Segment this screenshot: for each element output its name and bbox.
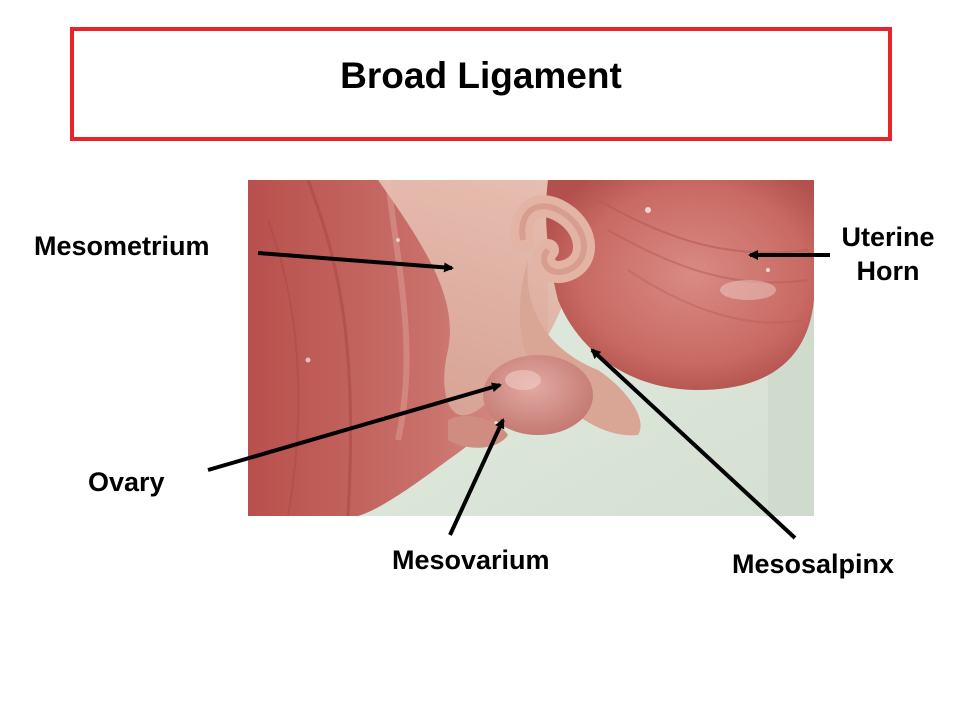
- label-mesosalpinx: Mesosalpinx: [732, 549, 895, 579]
- label-ovary: Ovary: [88, 467, 165, 497]
- label-mesovarium: Mesovarium: [392, 545, 550, 575]
- slide-title: Broad Ligament: [340, 55, 622, 96]
- title-box: Broad Ligament: [70, 27, 892, 141]
- specimen-photo: [248, 180, 814, 516]
- label-uterine-horn: Uterine Horn: [841, 222, 935, 286]
- label-mesometrium: Mesometrium: [34, 231, 210, 261]
